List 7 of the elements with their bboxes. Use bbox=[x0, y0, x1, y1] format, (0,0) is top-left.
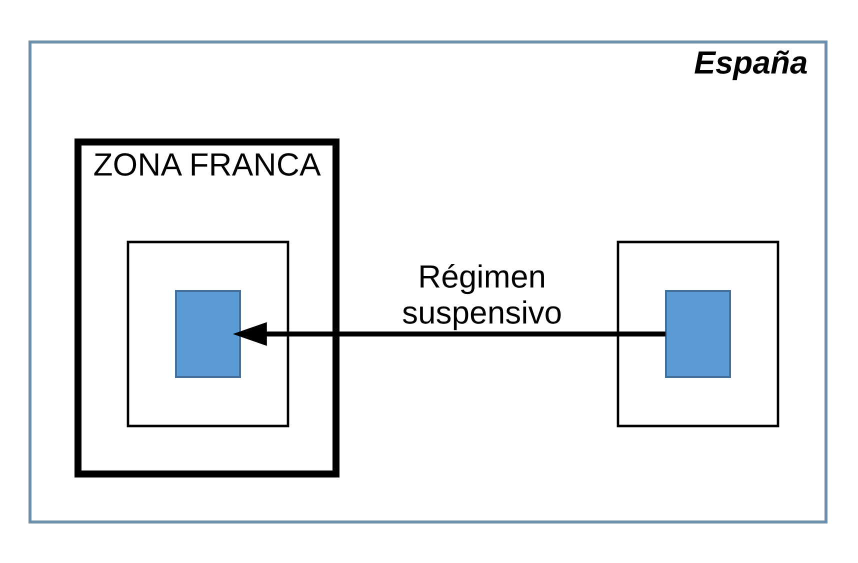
cluster: ZONA FRANCA bbox=[74, 138, 340, 477]
node-box bbox=[175, 290, 241, 378]
arrow bbox=[232, 322, 666, 346]
cluster bbox=[126, 240, 290, 427]
cluster bbox=[616, 240, 780, 427]
node-box bbox=[665, 290, 731, 378]
edge-label: Régimen suspensivo bbox=[402, 258, 562, 330]
